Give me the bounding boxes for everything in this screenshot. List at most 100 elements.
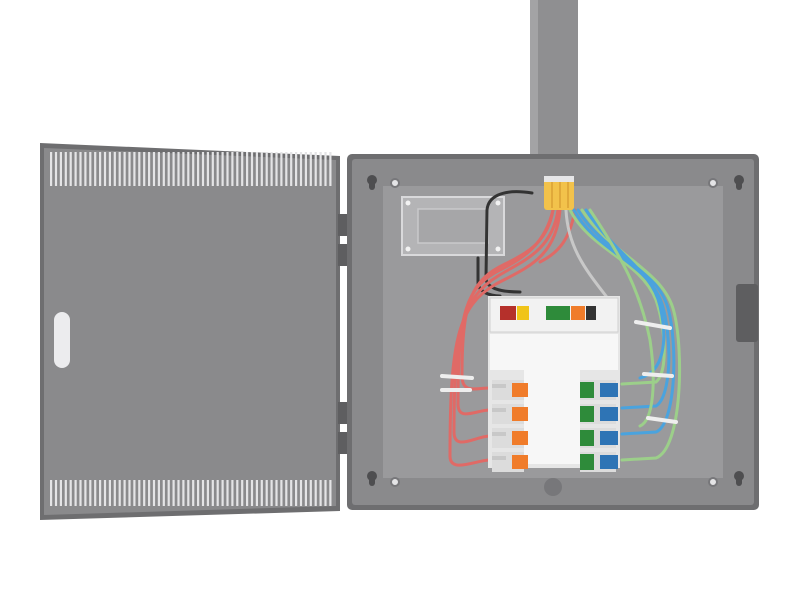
vent-slot [226,480,229,506]
vent-slot [118,152,121,186]
vent-slot [123,480,126,506]
vent-slot [84,152,87,186]
vent-slot [201,152,205,186]
screw-icon [390,178,718,487]
output-connector-right [580,380,618,400]
vent-slot [250,152,254,186]
vent-slot [167,152,170,186]
vent-slot [172,480,175,506]
vent-slot [113,480,116,506]
vent-slot [319,480,322,506]
vent-slot [103,152,107,186]
vent-slot [99,152,102,186]
vent-slot [128,152,131,186]
vent-slot [246,480,249,506]
vent-slot [113,152,116,186]
vent-slot [295,152,298,186]
vent-slot [50,152,53,186]
vent-slot [211,480,214,506]
vent-slot [74,152,77,186]
vent-slot [255,152,258,186]
vent-slot [54,480,58,506]
vent-slot [206,152,209,186]
vent-slot [177,480,180,506]
vent-slot [138,152,141,186]
vent-slot [280,480,283,506]
vent-slot [69,152,72,186]
vent-slot [221,152,224,186]
vent-slot [182,480,185,506]
vent-slot [280,152,283,186]
vent-slot [74,480,77,506]
vent-slot [231,152,234,186]
latch[interactable] [736,284,758,342]
vent-slot [177,152,180,186]
vent-slot [157,480,160,506]
door-handle-icon[interactable] [54,312,70,368]
vent-slot [236,480,239,506]
vent-slot [54,152,58,186]
vent-slot [250,480,254,506]
vent-slot [231,480,234,506]
cable-entry-hole [544,478,562,496]
vent-slot [285,152,288,186]
vent-slot [133,152,136,186]
vent-slot [182,152,185,186]
vent-slot [197,480,200,506]
output-connector-left [492,404,528,424]
vent-slot [304,480,307,506]
wiring [448,190,682,467]
keyhole-mount-icon [367,175,744,486]
output-connector-left [492,452,528,472]
vent-slot [123,152,126,186]
vent-slot [84,480,87,506]
vent-slot [295,480,298,506]
vent-slot [226,152,229,186]
vent-slot [206,480,209,506]
vent-slot [89,480,92,506]
vent-slot [319,152,322,186]
vent-slot [118,480,121,506]
vent-slot [329,152,332,186]
vent-slot [128,480,131,506]
vent-slot [162,152,165,186]
vent-slot [187,152,190,186]
vent-slot [285,480,288,506]
top-connector-red [500,306,516,320]
vent-slot [187,480,190,506]
vent-slot [69,480,72,506]
vent-slot [108,480,111,506]
vent-slot [260,152,263,186]
output-connector-left [492,380,528,400]
output-connector-right [580,452,618,472]
vent-slot [89,152,92,186]
bottom-vent-slots [50,480,332,506]
vent-slot [304,152,307,186]
vent-slot [241,480,244,506]
vent-slot [94,480,97,506]
vent-slot [216,152,219,186]
vent-slot [329,480,332,506]
vent-slot [299,480,303,506]
top-connector-orange [571,306,585,320]
vent-slot [148,480,151,506]
vent-slot [108,152,111,186]
vent-slot [152,152,156,186]
enclosure-door[interactable] [40,143,340,520]
vent-slot [94,152,97,186]
vent-slot [309,480,312,506]
vent-slot [103,480,107,506]
vent-slot [138,480,141,506]
vent-slot [216,480,219,506]
vent-slot [290,152,293,186]
vent-slot [211,152,214,186]
vent-slot [79,480,82,506]
vent-slot [133,480,136,506]
vent-slot [64,480,67,506]
vent-slot [143,152,146,186]
vent-slot [143,480,146,506]
vent-slot [265,480,268,506]
top-connector-black [586,306,596,320]
top-vent-slots [50,152,332,186]
